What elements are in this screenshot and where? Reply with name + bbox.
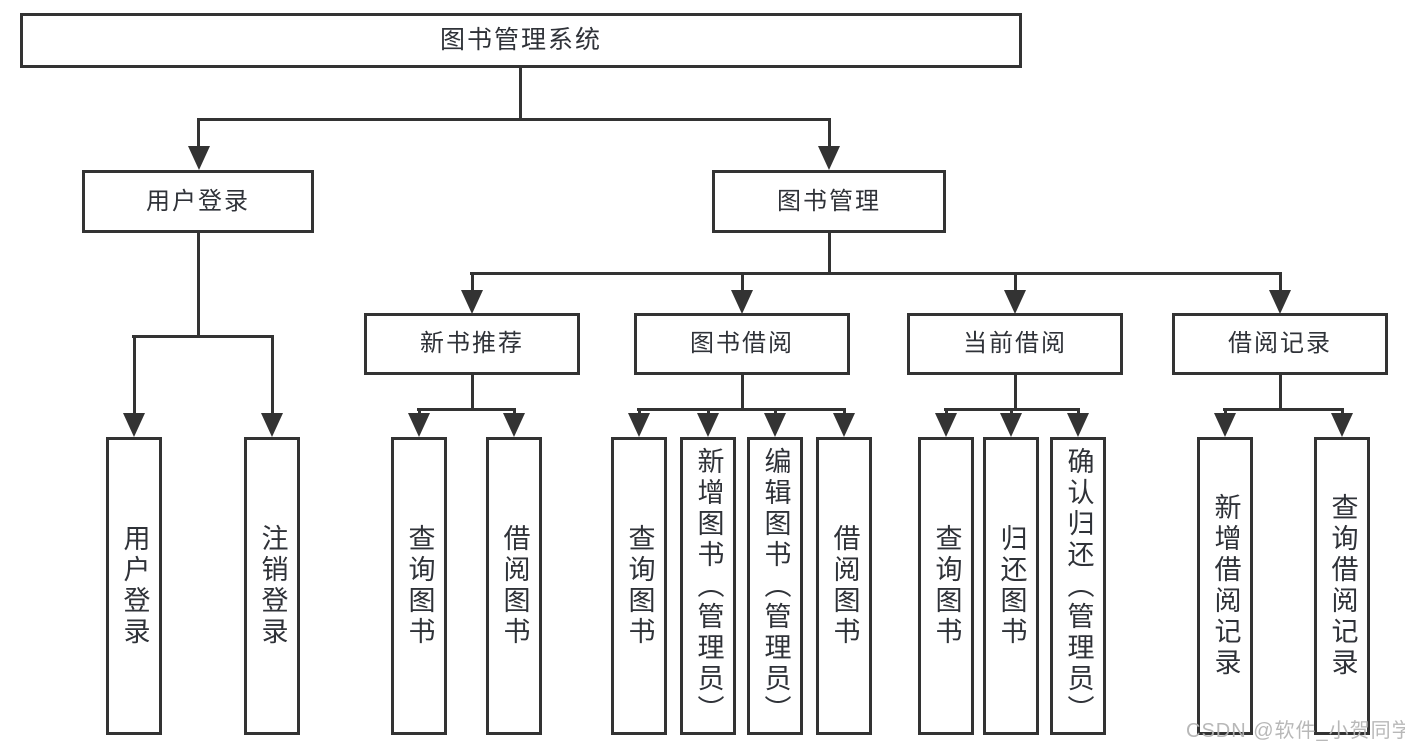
connector-vline bbox=[707, 408, 710, 416]
leaf-add-borrow-record: 新增借阅记录 bbox=[1197, 437, 1253, 735]
connector-vline bbox=[513, 408, 516, 416]
arrowhead-down-icon bbox=[764, 413, 786, 437]
connector-vline bbox=[1077, 408, 1080, 416]
connector-vline bbox=[1224, 408, 1227, 416]
node-user-login: 用户登录 bbox=[82, 170, 314, 233]
connector-vline bbox=[638, 408, 641, 416]
connector-vline bbox=[197, 118, 200, 148]
connector-vline bbox=[418, 408, 421, 416]
connector-vline bbox=[741, 375, 744, 411]
node-borrow-records: 借阅记录 bbox=[1172, 313, 1388, 375]
arrowhead-down-icon bbox=[833, 413, 855, 437]
leaf-query-books-borrow: 查询图书 bbox=[611, 437, 667, 735]
connector-vline bbox=[133, 335, 136, 415]
connector-vline bbox=[471, 375, 474, 411]
arrowhead-down-icon bbox=[1067, 413, 1089, 437]
arrowhead-down-icon bbox=[1331, 413, 1353, 437]
node-new-book-recommend: 新书推荐 bbox=[364, 313, 580, 375]
leaf-borrow-books-recommend: 借阅图书 bbox=[486, 437, 542, 735]
watermark: CSDN @软件_小贺同学 bbox=[1186, 720, 1405, 742]
connector-vline bbox=[774, 408, 777, 416]
connector-vline bbox=[945, 408, 948, 416]
connector-vline bbox=[271, 335, 274, 415]
arrowhead-down-icon bbox=[935, 413, 957, 437]
arrowhead-down-icon bbox=[1214, 413, 1236, 437]
arrowhead-down-icon bbox=[188, 146, 210, 170]
leaf-borrow-books: 借阅图书 bbox=[816, 437, 872, 735]
connector-vline bbox=[1014, 375, 1017, 411]
leaf-add-book-admin: 新增图书（管理员） bbox=[680, 437, 736, 735]
arrowhead-down-icon bbox=[261, 413, 283, 437]
connector-hline bbox=[470, 272, 1282, 275]
arrowhead-down-icon bbox=[123, 413, 145, 437]
connector-vline bbox=[741, 272, 744, 292]
connector-hline bbox=[197, 118, 831, 121]
connector-vline bbox=[471, 272, 474, 292]
leaf-edit-book-admin: 编辑图书（管理员） bbox=[747, 437, 803, 735]
connector-vline bbox=[1010, 408, 1013, 416]
arrowhead-down-icon bbox=[1004, 290, 1026, 314]
connector-hline bbox=[417, 408, 516, 411]
arrowhead-down-icon bbox=[731, 290, 753, 314]
node-current-borrow: 当前借阅 bbox=[907, 313, 1123, 375]
arrowhead-down-icon bbox=[408, 413, 430, 437]
connector-vline bbox=[1341, 408, 1344, 416]
leaf-return-books: 归还图书 bbox=[983, 437, 1039, 735]
leaf-user-login: 用户登录 bbox=[106, 437, 162, 735]
connector-hline bbox=[1223, 408, 1344, 411]
connector-vline bbox=[1014, 272, 1017, 292]
arrowhead-down-icon bbox=[1269, 290, 1291, 314]
connector-vline bbox=[1279, 272, 1282, 292]
connector-vline bbox=[519, 68, 522, 121]
connector-vline bbox=[1279, 375, 1282, 411]
connector-hline bbox=[637, 408, 846, 411]
arrowhead-down-icon bbox=[628, 413, 650, 437]
connector-vline bbox=[197, 233, 200, 337]
arrowhead-down-icon bbox=[818, 146, 840, 170]
arrowhead-down-icon bbox=[697, 413, 719, 437]
leaf-query-books-current: 查询图书 bbox=[918, 437, 974, 735]
arrowhead-down-icon bbox=[503, 413, 525, 437]
arrowhead-down-icon bbox=[1000, 413, 1022, 437]
node-book-borrow: 图书借阅 bbox=[634, 313, 850, 375]
arrowhead-down-icon bbox=[461, 290, 483, 314]
connector-vline bbox=[828, 118, 831, 148]
node-library-system: 图书管理系统 bbox=[20, 13, 1022, 68]
leaf-query-books-recommend: 查询图书 bbox=[391, 437, 447, 735]
leaf-confirm-return-admin: 确认归还（管理员） bbox=[1050, 437, 1106, 735]
connector-vline bbox=[828, 233, 831, 274]
connector-hline bbox=[132, 335, 274, 338]
node-book-management: 图书管理 bbox=[712, 170, 946, 233]
connector-vline bbox=[843, 408, 846, 416]
leaf-query-borrow-record: 查询借阅记录 bbox=[1314, 437, 1370, 735]
leaf-logout: 注销登录 bbox=[244, 437, 300, 735]
